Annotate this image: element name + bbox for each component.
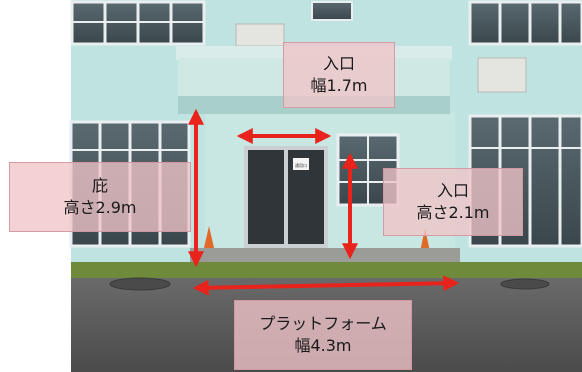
eave-height-title: 庇 [91, 176, 108, 195]
platform-width-value: 幅4.3m [294, 336, 352, 355]
entrance-height-value: 高さ2.1m [416, 203, 490, 222]
grass-strip [71, 262, 582, 278]
entrance-doors: 通用口 [244, 146, 328, 248]
platform-width-label: プラットフォーム 幅4.3m [234, 300, 412, 370]
entrance-height-title: 入口 [436, 181, 469, 200]
platform-width-arrow [192, 275, 460, 296]
upper-windows [70, 0, 582, 46]
eave-height-label: 庇 高さ2.9m [9, 162, 191, 232]
entrance-height-label: 入口 高さ2.1m [383, 168, 523, 236]
traffic-cone [420, 228, 430, 252]
ac-unit [235, 23, 285, 47]
dimension-arrows [188, 108, 460, 296]
eave-height-value: 高さ2.9m [63, 198, 137, 217]
entrance-width-value: 幅1.7m [310, 76, 368, 95]
platform-width-title: プラットフォーム [259, 314, 387, 333]
ac-unit [477, 57, 527, 93]
entrance-width-label: 入口 幅1.7m [283, 42, 395, 108]
traffic-cone [203, 226, 215, 252]
entrance-width-title: 入口 [322, 54, 355, 73]
door-sign: 通用口 [295, 162, 307, 168]
